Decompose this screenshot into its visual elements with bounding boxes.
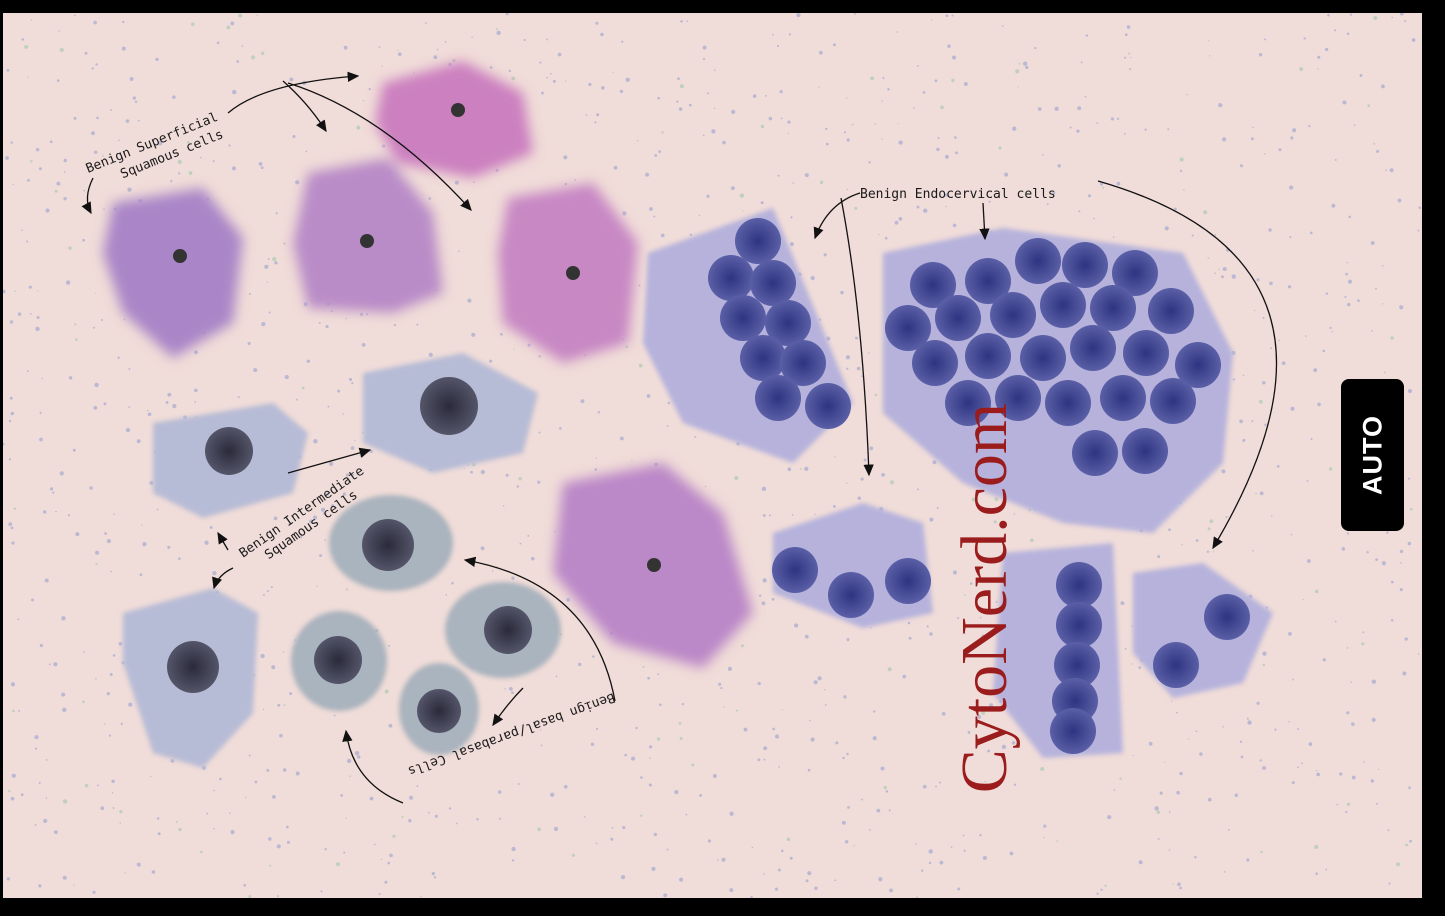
endocervical-nucleus: [828, 572, 874, 618]
endocervical-nucleus: [1122, 428, 1168, 474]
endocervical-nucleus: [1153, 642, 1199, 688]
endocervical-nucleus: [910, 262, 956, 308]
endocervical-nucleus: [965, 333, 1011, 379]
endocervical-nucleus: [885, 305, 931, 351]
endocervical-nucleus: [1015, 238, 1061, 284]
endocervical-nucleus: [912, 340, 958, 386]
endocervical-nucleus: [1123, 330, 1169, 376]
endocervical-nucleus: [1020, 335, 1066, 381]
auto-button[interactable]: AUTO: [1341, 379, 1404, 531]
endocervical-nucleus: [1045, 380, 1091, 426]
endocervical-nucleus: [935, 295, 981, 341]
endocervical-nucleus: [885, 558, 931, 604]
label-endocervical: Benign Endocervical cells: [860, 187, 1056, 202]
endocervical-nucleus: [735, 218, 781, 264]
endocervical-nucleus: [805, 383, 851, 429]
endocervical-nucleus: [1072, 430, 1118, 476]
endocervical-nucleus: [708, 255, 754, 301]
endocervical-nucleus: [1150, 378, 1196, 424]
label-superficial: Benign Superficial Squamous cells: [84, 110, 226, 182]
endocervical-nucleus: [965, 258, 1011, 304]
annotation-arrows: [81, 71, 1278, 804]
superficial-nuclei: [173, 103, 661, 572]
endocervical-nucleus: [765, 300, 811, 346]
endocervical-nucleus: [945, 380, 991, 426]
endocervical-nucleus: [1070, 325, 1116, 371]
endocervical-nucleus: [755, 375, 801, 421]
endocervical-nucleus: [1056, 602, 1102, 648]
basal-nuclei: [314, 519, 532, 733]
endocervical-nucleus: [740, 335, 786, 381]
endocervical-nucleus: [995, 375, 1041, 421]
endocervical-nucleus: [1040, 282, 1086, 328]
endocervical-nucleus: [1050, 708, 1096, 754]
intermediate-nuclei: [167, 377, 478, 693]
endocervical-nucleus: [1062, 242, 1108, 288]
cell-illustration: Benign Superficial Squamous cells Benign…: [3, 13, 1421, 898]
watermark: CytoNerd.com: [948, 402, 1021, 794]
endocervical-nucleus: [772, 547, 818, 593]
auto-button-label: AUTO: [1357, 414, 1387, 496]
endocervical-nucleus: [1090, 285, 1136, 331]
endocervical-nucleus: [1054, 642, 1100, 688]
endocervical-nucleus: [1100, 375, 1146, 421]
endocervical-nucleus: [1148, 288, 1194, 334]
illustration-canvas: Benign Superficial Squamous cells Benign…: [3, 13, 1422, 898]
endocervical-nucleus: [1175, 342, 1221, 388]
endocervical-nucleus: [1112, 250, 1158, 296]
endocervical-nucleus: [780, 340, 826, 386]
endocervical-nucleus: [750, 260, 796, 306]
endocervical-nucleus: [1204, 594, 1250, 640]
endocervical-nucleus: [720, 295, 766, 341]
endocervical-nucleus: [1056, 562, 1102, 608]
endocervical-nucleus: [990, 292, 1036, 338]
endocervical-nuclei: [708, 218, 1250, 754]
